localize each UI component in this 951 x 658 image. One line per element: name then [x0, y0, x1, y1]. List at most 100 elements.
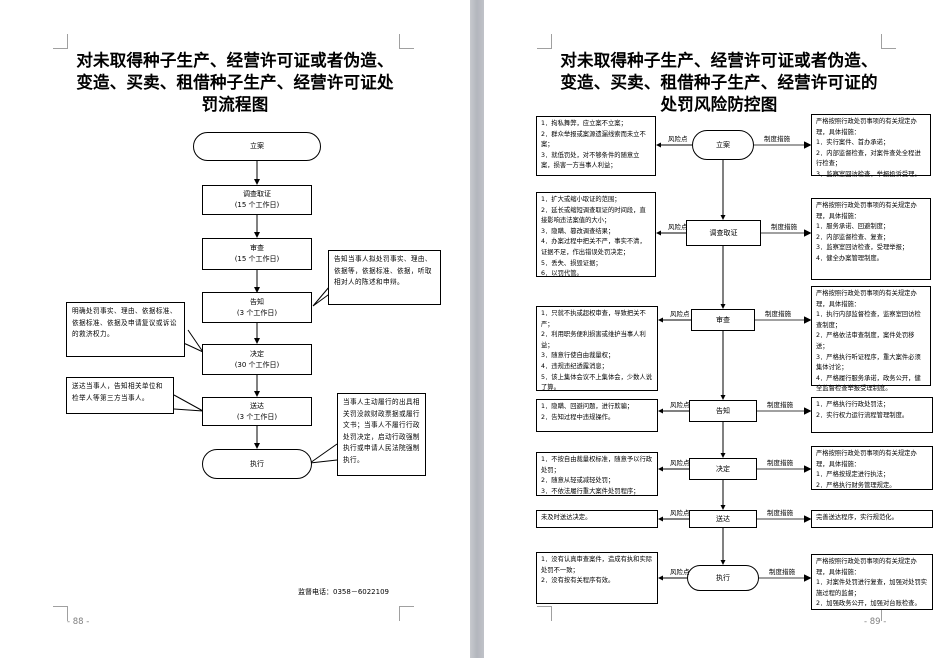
step-label: 告知	[250, 297, 264, 306]
risk-item: 4．违规违纪透露消息；	[541, 362, 608, 370]
step-duration: (15 个工作日)	[234, 255, 280, 263]
risk-item: 1．只就不执或超权审查，导致把关不严；	[541, 310, 646, 328]
control-item: 2．严格依法审查制度，案件处罚移送；	[816, 332, 915, 350]
step-duration: (3 个工作日)	[236, 412, 278, 421]
title-line: 变造、买卖、租借种子生产、经营许可证的	[560, 73, 878, 92]
risk-item: 3．随意行使自由裁量权；	[541, 352, 615, 360]
note-deliver: 送达当事人，告知相关单位和检举人等第三方当事人。	[66, 377, 174, 414]
control-item: 2．严格执行财务管理规定。	[816, 481, 896, 489]
title-line: 对未取得种子生产、经营许可证或者伪造、	[560, 51, 878, 70]
crop-mark	[53, 34, 68, 49]
control-item: 1．执行内部监督检查，监察室回访检查制度；	[816, 311, 921, 329]
title-line: 处罚风险防控图	[660, 95, 778, 114]
step-label: 决定	[250, 349, 264, 358]
control-measure-label: 制度措施	[767, 459, 793, 467]
risk-point-label: 风险点	[670, 310, 690, 318]
risk-item: 1．扩大或缩小取证的范围；	[541, 196, 621, 203]
risk-point-box: 1．只就不执或超权审查，导致把关不严；2．利用职务便利损害或维护当事人利益；3．…	[536, 306, 658, 391]
control-measure-label: 制度措施	[771, 223, 797, 231]
page-number: - 88 -	[67, 617, 90, 627]
control-item: 2．内部监督检查，对案件查处全程进行检查；	[816, 149, 921, 168]
risk-item: 1．没有认真审查案件，造成有执和实际处罚不一致；	[541, 556, 653, 574]
control-measure-box: 严格按照行政处罚事项的有关规定办理，具体措施：1．执行内部监督检查，监察室回访检…	[811, 286, 931, 392]
crop-mark	[537, 34, 552, 49]
control-item: 3．监察室回访检查，受理举报；	[816, 244, 909, 252]
risk-item: 5．丢失、损毁证据；	[541, 259, 602, 267]
control-item: 严格按照行政处罚事项的有关规定办理，具体措施：	[816, 558, 917, 576]
step-duration: (15 个工作日)	[234, 201, 280, 209]
risk-point-box: 1．拘私舞弊，应立案不立案；2．群众举报或案源遗漏线索而未立不案；3．就低罚处，…	[536, 116, 656, 176]
risk-point-box: 1．没有认真审查案件，造成有执和实际处罚不一致；2．没有按有关程序有效。	[536, 552, 658, 604]
risk-step-box: 执行	[687, 565, 759, 591]
flow-step-file-case: 立案	[193, 132, 321, 161]
flow-step-decide: 决定 (30 个工作日)	[202, 344, 312, 375]
control-item: 1．对案件处罚进行复查，加强对处罚实施过程的监督；	[816, 579, 928, 597]
risk-item: 3．隐瞒、篡改调查结果；	[541, 227, 615, 235]
control-item: 完善送达程序，实行规范化。	[816, 514, 898, 521]
control-item: 4．严格履行服务承诺，政务公开，健全监督检查举报受理制度。	[816, 374, 921, 393]
control-item: 严格按照行政处罚事项的有关规定办理，具体措施：	[816, 202, 917, 220]
risk-point-box: 1．扩大或缩小取证的范围； 2．延长或缩短调查取证的时间段，直接影响违法案值的大小…	[536, 192, 656, 277]
title-line: 罚流程图	[201, 95, 269, 114]
risk-item: 2．告知过程中违规操作。	[541, 413, 615, 421]
risk-item: 未及时送达决定。	[541, 514, 592, 521]
risk-item: 6．以罚代管。	[541, 270, 583, 278]
risk-point-box: 1．不按自由裁量权标准，随意予以行政处罚；2．随意从轻或减轻处罚；3．不依法履行…	[536, 452, 658, 496]
control-item: 1．严格执行行政处罚法；	[816, 401, 890, 408]
risk-item: 2．延长或缩短调查取证的时间段，直接影响违法案值的大小；	[541, 206, 646, 225]
crop-mark	[537, 606, 552, 621]
risk-point-label: 风险点	[670, 509, 690, 517]
risk-point-label: 风险点	[668, 223, 688, 231]
control-measure-box: 严格按照行政处罚事项的有关规定办理，具体措施： 1．对案件处罚进行复查，加强对处罚…	[811, 554, 933, 610]
step-label: 立案	[716, 140, 730, 149]
risk-step-box: 送达	[689, 510, 757, 528]
risk-point-label: 风险点	[670, 568, 690, 576]
risk-point-box: 1．隐瞒、回避问题，进行欺骗；2．告知过程中违规操作。	[536, 399, 658, 432]
page-gutter	[470, 0, 484, 658]
flow-step-deliver: 送达 (3 个工作日)	[202, 397, 312, 426]
flow-step-investigate: 调查取证 (15 个工作日)	[202, 185, 312, 215]
crop-mark	[399, 606, 414, 621]
title-line: 对未取得种子生产、经营许可证或者伪造、	[76, 51, 394, 70]
crop-mark	[399, 34, 414, 49]
control-measure-label: 制度措施	[765, 310, 791, 318]
page-number: - 89 -	[864, 617, 887, 627]
step-label: 调查取证	[243, 190, 271, 198]
risk-step-box: 审查	[691, 309, 755, 331]
risk-step-box: 告知	[689, 400, 757, 422]
step-label: 决定	[716, 464, 730, 473]
page-89: 对未取得种子生产、经营许可证或者伪造、 变造、买卖、租借种子生产、经营许可证的 …	[484, 0, 951, 658]
control-measure-label: 制度措施	[769, 568, 795, 576]
risk-point-label: 风险点	[668, 135, 688, 143]
control-item: 严格按照行政处罚事项的有关规定办理，具体措施：	[816, 118, 917, 136]
control-measure-box: 严格按照行政处罚事项的有关规定办理，具体措施： 1．严格按规定进行执法； 2．严格执…	[811, 446, 933, 490]
control-item: 1．严格按规定进行执法；	[816, 471, 890, 479]
control-measure-box: 严格按照行政处罚事项的有关规定办理，具体措施： 1．实行案件、首办承诺； 2．内部监…	[811, 114, 931, 178]
risk-item: 1．不按自由裁量权标准，随意予以行政处罚；	[541, 456, 653, 474]
step-duration: (30 个工作日)	[234, 360, 280, 369]
step-label: 调查取证	[709, 228, 738, 237]
flowchart-title: 对未取得种子生产、经营许可证或者伪造、 变造、买卖、租借种子生产、经营许可证处 …	[40, 50, 430, 116]
control-measure-label: 制度措施	[764, 135, 790, 143]
note-inform: 告知当事人拟处罚事实、理由、依据等，依据标准、依据，听取相对人的陈述和申辩。	[328, 250, 441, 305]
risk-step-box: 调查取证	[686, 220, 761, 246]
control-item: 3．严格执行听证程序，重大案件必须集体讨论；	[816, 353, 921, 372]
step-label: 立案	[250, 142, 264, 150]
control-measure-box: 严格按照行政处罚事项的有关规定办理，具体措施：1．服务承诺、回避制度；2．内部监…	[811, 198, 931, 280]
risk-step-box: 决定	[689, 458, 757, 480]
risk-item: 4．办案过程中把关不严，事实不清，证据不足，作出错误处罚决定；	[541, 238, 646, 256]
control-item: 2．加强政务公开，加强对台账检查。	[816, 600, 921, 608]
control-item: 严格按照行政处罚事项的有关规定办理，具体措施：	[816, 450, 917, 468]
step-duration: (3 个工作日)	[236, 308, 278, 317]
title-line: 变造、买卖、租借种子生产、经营许可证处	[76, 73, 394, 92]
flow-step-review: 审查 (15 个工作日)	[202, 238, 312, 270]
step-label: 执行	[716, 573, 730, 582]
page-88: 对未取得种子生产、经营许可证或者伪造、 变造、买卖、租借种子生产、经营许可证处 …	[0, 0, 470, 658]
step-label: 审查	[716, 315, 730, 324]
crop-mark	[881, 34, 896, 49]
risk-step-box: 立案	[692, 130, 754, 160]
step-label: 执行	[250, 459, 264, 468]
control-item: 1．实行案件、首办承诺；	[816, 139, 890, 147]
callout-tail	[173, 394, 204, 412]
risk-item: 1．拘私舞弊，应立案不立案；	[541, 120, 627, 127]
